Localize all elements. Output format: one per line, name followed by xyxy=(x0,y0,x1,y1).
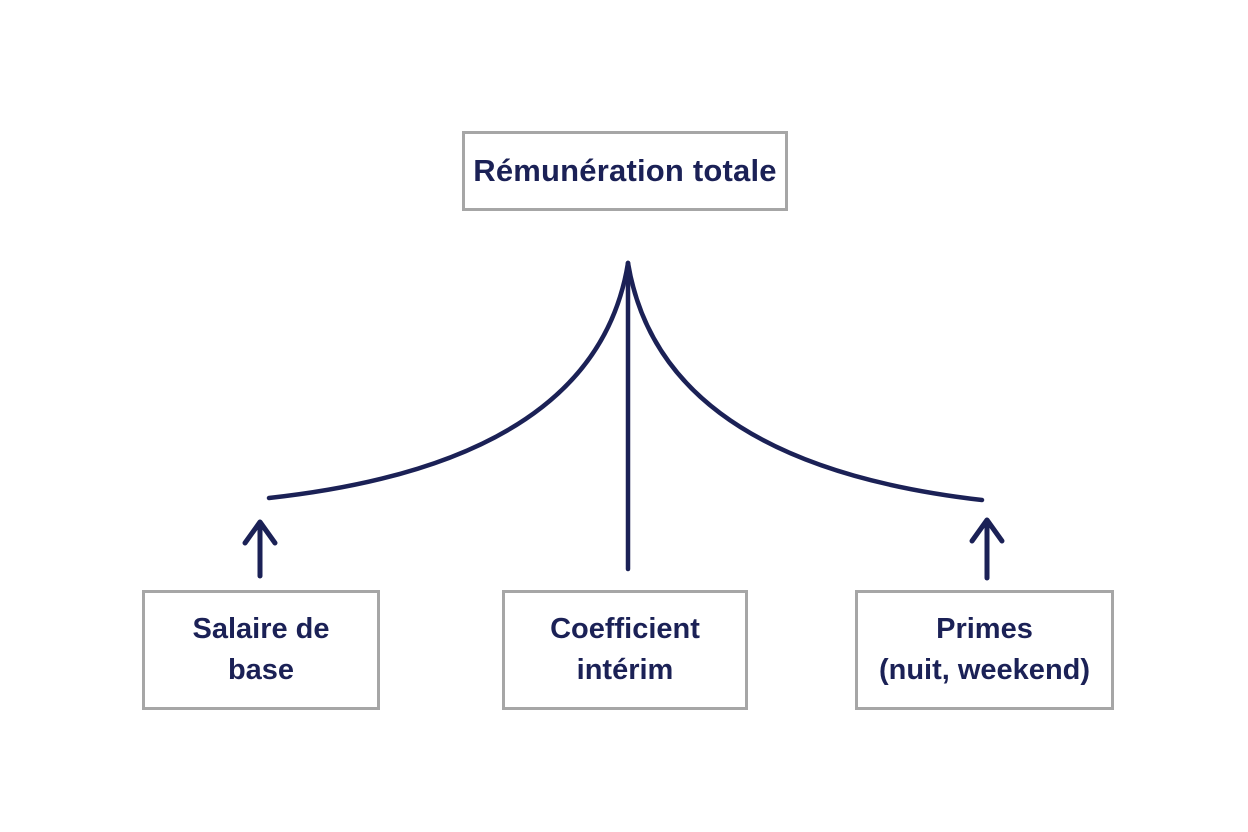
node-label-lines: Coefficient intérim xyxy=(550,609,700,691)
node-label-line: Primes xyxy=(936,612,1033,645)
node-salaire-de-base: Salaire de base xyxy=(142,590,380,710)
left-curve-connector xyxy=(266,260,631,501)
arrow-up-icon xyxy=(969,517,1005,581)
node-label-lines: Primes (nuit, weekend) xyxy=(879,609,1090,691)
node-primes: Primes (nuit, weekend) xyxy=(855,590,1114,710)
node-label: Rémunération totale xyxy=(473,153,777,188)
node-label-lines: Salaire de base xyxy=(192,609,329,691)
node-coefficient-interim: Coefficient intérim xyxy=(502,590,748,710)
arrow-up-icon xyxy=(242,519,278,579)
right-curve-connector xyxy=(625,260,985,503)
node-label-line: Salaire de xyxy=(192,612,330,645)
node-label-line: Coefficient xyxy=(550,612,700,645)
node-remuneration-totale: Rémunération totale xyxy=(462,131,788,211)
node-label-line: base xyxy=(227,654,295,686)
node-label-line: (nuit, weekend) xyxy=(878,654,1091,686)
node-label-line: intérim xyxy=(576,654,674,686)
